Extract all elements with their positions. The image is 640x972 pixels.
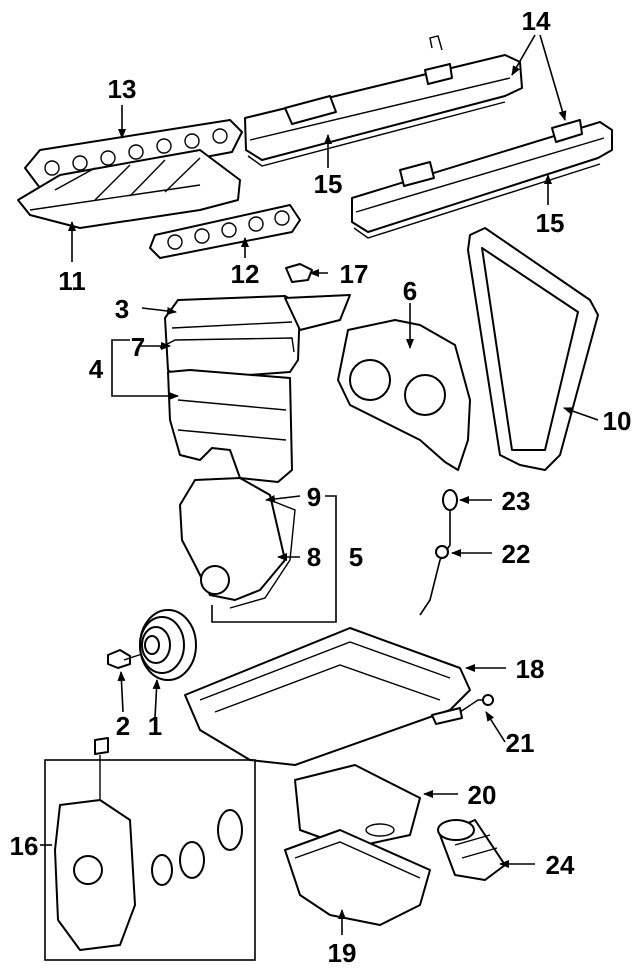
intake-gasket-lower (149, 204, 301, 259)
callout-6: 6 (403, 276, 417, 306)
timing-cover-lower (167, 369, 293, 483)
dipstick (419, 489, 458, 616)
oil-sensor (431, 694, 494, 725)
valve-cover-upper (244, 35, 523, 167)
callout-2: 2 (116, 711, 130, 741)
callout-22: 22 (502, 539, 531, 569)
oil-pump-box (44, 737, 256, 961)
callout-15-lower: 15 (536, 208, 565, 238)
oil-pan-upper (184, 627, 471, 766)
callout-14: 14 (522, 6, 551, 36)
timing-cover-rear (337, 319, 471, 471)
callout-9: 9 (307, 482, 321, 512)
timing-belt (467, 227, 599, 471)
callout-19: 19 (328, 938, 357, 968)
callout-17: 17 (340, 259, 369, 289)
callout-16: 16 (10, 831, 39, 861)
oil-filter (437, 819, 506, 881)
callout-18: 18 (516, 654, 545, 684)
callout-15-upper: 15 (314, 169, 343, 199)
baffle-plate (294, 764, 421, 849)
valve-cover-lower (351, 119, 613, 239)
belt-cover-lower (179, 477, 296, 609)
callout-7: 7 (131, 332, 145, 362)
crank-pulley (139, 609, 197, 681)
callout-11: 11 (58, 266, 86, 296)
leader-lines (40, 34, 599, 935)
callout-23: 23 (502, 486, 531, 516)
callout-labels: 1 2 3 4 5 6 7 8 9 10 11 12 13 14 15 15 1… (10, 6, 632, 968)
callout-24: 24 (546, 850, 575, 880)
callout-4: 4 (89, 354, 104, 384)
callout-20: 20 (468, 780, 497, 810)
callout-8: 8 (307, 542, 321, 572)
callout-1: 1 (148, 711, 162, 741)
crank-bolt (107, 649, 143, 669)
intake-manifold (17, 149, 241, 229)
callout-5: 5 (349, 542, 363, 572)
oil-pan-lower (284, 829, 431, 926)
callout-10: 10 (603, 406, 632, 436)
callout-13: 13 (108, 74, 137, 104)
timing-cover-upper (164, 294, 351, 381)
plug-17 (285, 263, 313, 283)
callout-3: 3 (115, 294, 129, 324)
callout-12: 12 (231, 259, 260, 289)
callout-21: 21 (506, 728, 535, 758)
